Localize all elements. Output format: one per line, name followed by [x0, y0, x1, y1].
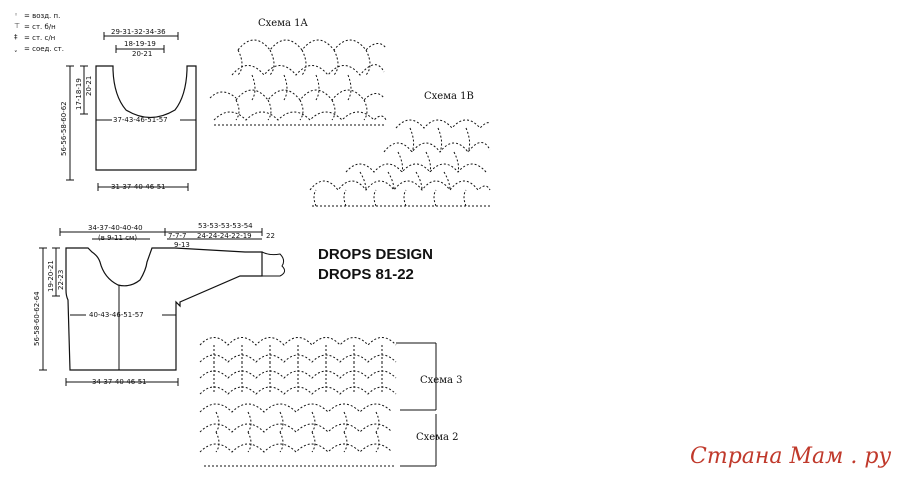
- top-armhole-label-2: 20-21: [85, 75, 93, 96]
- cardigan-sleeve-mid-label: 24-24-24-22-19: [197, 232, 252, 240]
- design-title: DROPS DESIGN: [318, 246, 434, 263]
- scheme-2-label: Схема 2: [416, 432, 459, 443]
- cardigan-sleeve-top-label: 53-53-53-53-54: [198, 222, 253, 230]
- legend-label-dc: = ст. с/н: [24, 34, 56, 42]
- top-armhole-label-1: 17-18-19: [75, 78, 83, 110]
- legend-symbol-slip: ˬ: [14, 44, 18, 52]
- top-piece-outline: [66, 32, 197, 191]
- cardigan-body-width-label: 40-43-46-51-57: [89, 311, 144, 319]
- cardigan-armhole-label-2: 22-23: [57, 269, 65, 290]
- scheme-1a-label: Схема 1A: [258, 18, 308, 29]
- strap-label-2: 20-21: [132, 50, 153, 58]
- legend-symbol-sc: ⊤: [14, 22, 21, 30]
- cardigan-cuff-label-2: 9-13: [174, 241, 190, 249]
- legend-label-slip: = соед. ст.: [24, 45, 64, 53]
- cardigan-neck-note: (в 9-11 см): [98, 234, 138, 242]
- cardigan-cuff-label: 7-7-7: [168, 232, 187, 240]
- cardigan-front-width-label: 34-37-40-40-40: [88, 224, 143, 232]
- scheme-2-3-lace: [199, 337, 397, 467]
- scheme-1a-lace: [209, 39, 387, 126]
- watermark-logo: Страна Мам . ру: [690, 444, 892, 469]
- cardigan-cuff-end-label: 22: [266, 232, 275, 240]
- top-bottom-width-label: 31-37-40-46-51: [111, 183, 166, 191]
- cardigan-height-label: 56-58-60-62-64: [33, 291, 41, 346]
- scheme-3-label: Схема 3: [420, 375, 463, 386]
- legend-label-chain: = возд. п.: [24, 12, 61, 20]
- legend-symbol-chain: ◦: [14, 11, 19, 19]
- cardigan-outline: [39, 228, 286, 386]
- scheme-1b-label: Схема 1B: [424, 91, 474, 102]
- top-body-width-label: 37-43-46-51-57: [113, 116, 168, 124]
- cardigan-bottom-width-label: 34-37-40-46-51: [92, 378, 147, 386]
- top-width-label: 29-31-32-34-36: [111, 28, 166, 36]
- legend-label-sc: = ст. б/н: [24, 23, 56, 31]
- design-number: DROPS 81-22: [318, 266, 414, 283]
- cardigan-armhole-label-1: 19-20-21: [47, 260, 55, 292]
- legend-symbol-dc: ‡: [14, 33, 18, 41]
- top-height-label: 56-56-58-60-62: [60, 101, 68, 156]
- strap-label-1: 18-19-19: [124, 40, 156, 48]
- scheme-1b-lace: [309, 119, 491, 207]
- scheme-brackets: [396, 342, 437, 467]
